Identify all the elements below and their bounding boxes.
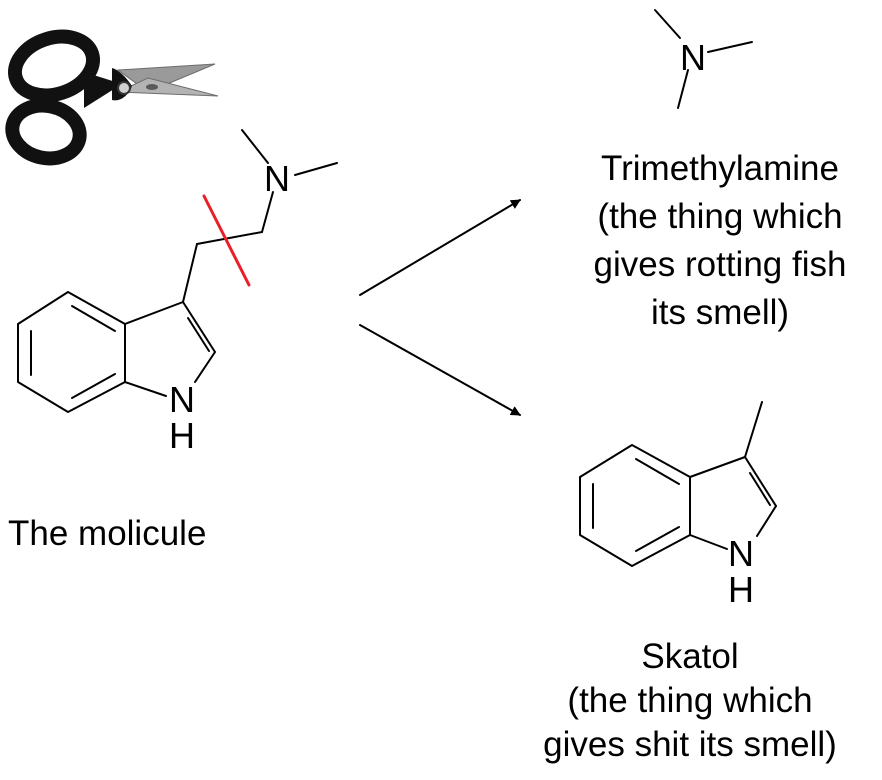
trimethylamine-methyl-bond — [677, 69, 689, 109]
trimethylamine-methyl-bond — [654, 9, 681, 39]
skatol-h-label: H — [728, 569, 754, 610]
start-side-chain-bond — [261, 191, 274, 233]
start-benzene-inner-bond — [71, 305, 116, 332]
skatol-caption-line: Skatol — [641, 637, 738, 676]
start-pyrrole-bond — [124, 301, 184, 325]
start-side-chain-bond — [196, 231, 263, 245]
start-indole-n-label: N — [169, 379, 195, 420]
trimethylamine-caption-line: its smell) — [651, 293, 789, 332]
start-methyl-bond — [241, 129, 269, 164]
skatol-methyl-bond — [744, 401, 763, 458]
start-benzene-ring — [17, 291, 126, 413]
scissors-icon — [5, 29, 219, 166]
trimethylamine-caption-line: Trimethylamine — [601, 149, 839, 188]
start-pyrrole-bond — [124, 381, 167, 397]
skatol-n-label: N — [728, 533, 754, 574]
trimethylamine-methyl-bond — [707, 41, 753, 53]
start-benzene-inner-bond — [71, 373, 116, 399]
start-indole-h-label: H — [169, 415, 195, 456]
start-amine-n-label: N — [264, 158, 290, 199]
start-molecule: N N H — [17, 129, 338, 456]
trimethylamine-caption-line: gives rotting fish — [594, 245, 847, 284]
trimethylamine-caption: Trimethylamine (the thing which gives ro… — [594, 149, 847, 332]
trimethylamine-caption-line: (the thing which — [597, 197, 842, 236]
skatol-benzene-inner-bond — [635, 458, 680, 485]
skatol-caption: Skatol (the thing which gives shit its s… — [543, 637, 837, 764]
start-pyrrole-bond — [182, 301, 216, 353]
skatol-caption-line: (the thing which — [567, 681, 812, 720]
skatol-pyrrole-double-bond — [749, 472, 771, 506]
cut-mark — [202, 194, 251, 287]
skatol-benzene-ring — [579, 444, 691, 567]
skatol-benzene-inner-bond — [635, 526, 680, 552]
skatol-pyrrole-bond — [689, 456, 746, 478]
trimethylamine-n-label: N — [680, 37, 706, 78]
skatol-molecule: N H — [579, 401, 777, 610]
start-molecule-caption: The molicule — [8, 514, 206, 553]
trimethylamine-molecule: N — [654, 9, 753, 109]
start-pyrrole-double-bond — [187, 317, 210, 352]
skatol-caption-line: gives shit its smell) — [543, 725, 837, 764]
skatol-pyrrole-bond — [756, 505, 777, 537]
start-methyl-bond — [294, 162, 338, 176]
start-side-chain-bond — [182, 243, 198, 303]
skatol-pyrrole-bond — [744, 456, 777, 507]
skatol-pyrrole-bond — [689, 534, 728, 550]
start-pyrrole-bond — [194, 351, 216, 383]
arrow-to-trimethylamine — [359, 199, 521, 296]
arrow-to-skatol — [359, 324, 521, 416]
